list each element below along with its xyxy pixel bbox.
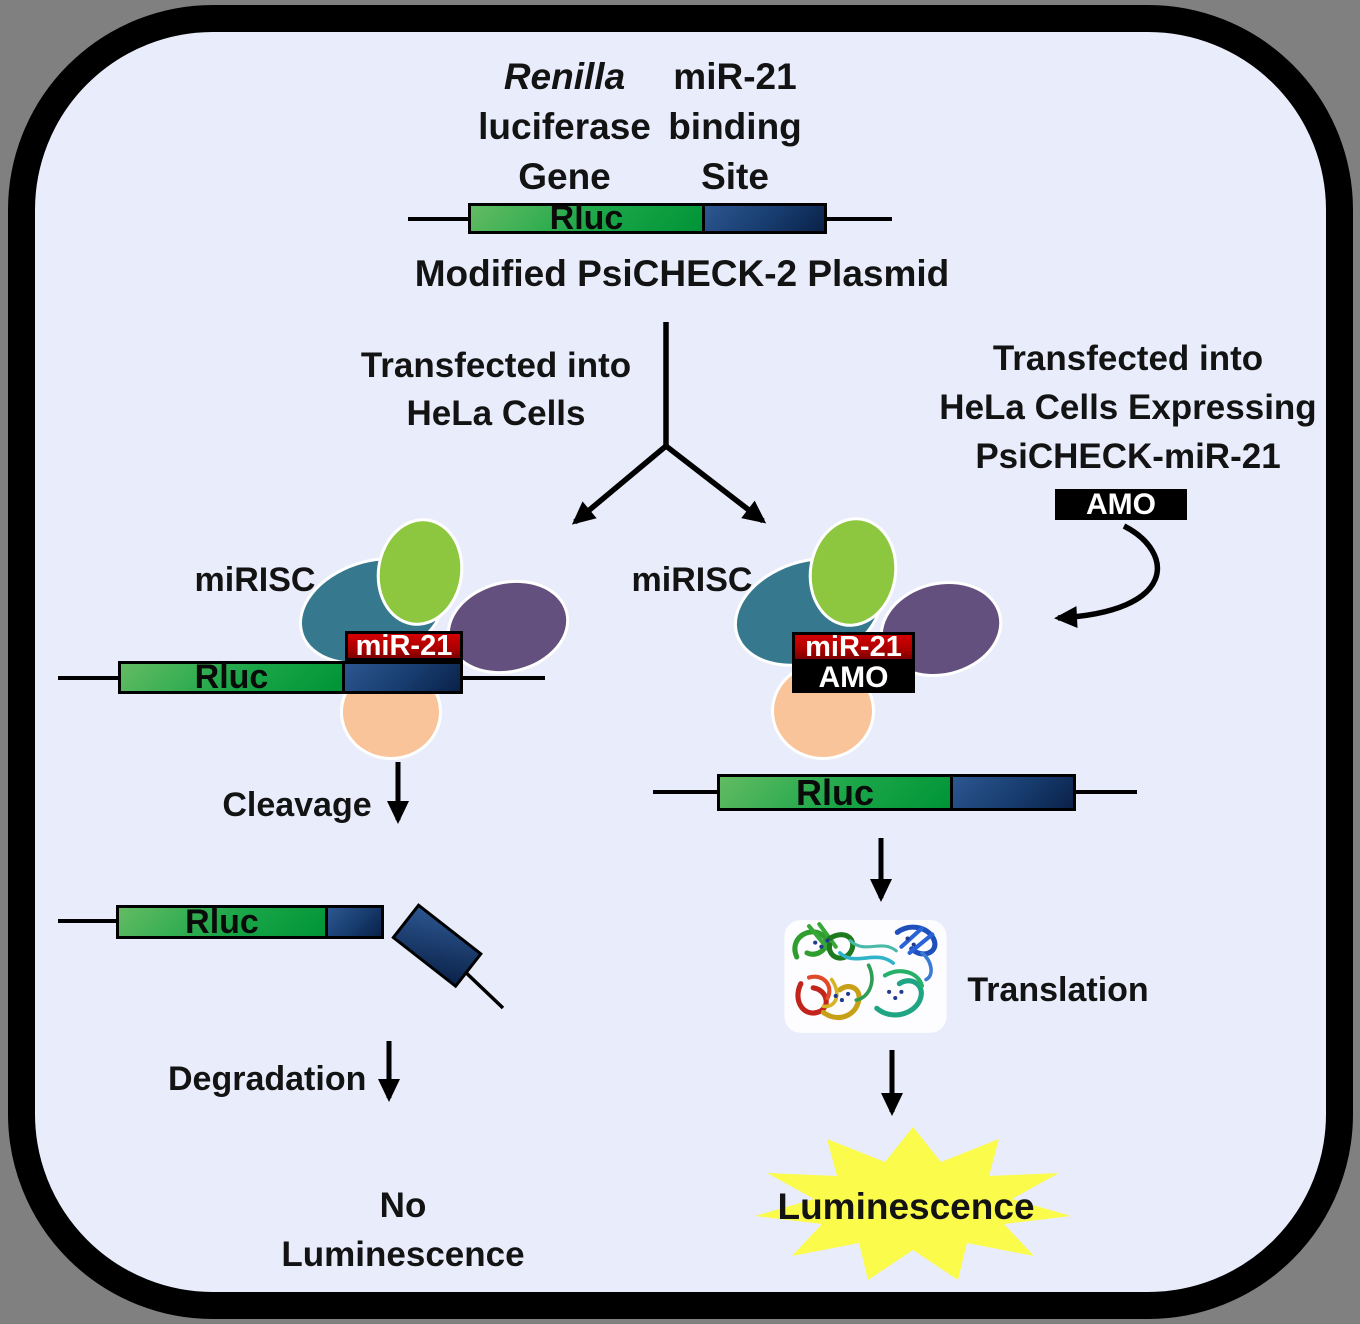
left-mrna-line-left	[58, 676, 118, 680]
mir21-site-label-line3: Site	[701, 156, 769, 197]
right-mir21-box: miR-21	[792, 630, 915, 663]
cleavage-label: Cleavage	[222, 786, 372, 824]
left-transfection-line2: HeLa Cells	[406, 394, 586, 433]
cleaved-rluc-box-label: Rluc	[185, 902, 259, 941]
left-binding-site-box	[342, 661, 463, 694]
renilla-gene-label: Renilla luciferase Gene	[447, 52, 682, 202]
left-rluc-box-label: Rluc	[194, 658, 269, 696]
mir21-site-label-line2: binding	[668, 106, 802, 147]
right-transfection-line2: HeLa Cells Expressing	[939, 388, 1317, 427]
mir21-site-label-line1: miR-21	[673, 56, 797, 97]
right-mir21-box-label: miR-21	[805, 630, 902, 663]
cleaved-mrna-line-left	[58, 919, 116, 923]
right-mrna-line-right	[1074, 790, 1137, 794]
cleaved-site-stub-box	[325, 905, 384, 939]
right-mrna-line-left	[653, 790, 717, 794]
plasmid-caption: Modified PsiCHECK-2 Plasmid	[414, 253, 950, 294]
left-mir21-box: miR-21	[345, 629, 463, 662]
left-mrna-line-right	[461, 676, 545, 680]
right-transfection-line3: PsiCHECK-miR-21	[975, 437, 1281, 476]
amo-badge-label: AMO	[1086, 487, 1156, 521]
luminescence-label: Luminescence	[777, 1186, 1035, 1227]
cleaved-rluc-box: Rluc	[116, 902, 328, 941]
plasmid-backbone-right	[825, 217, 892, 221]
rluc-gene-box-label: Rluc	[549, 199, 624, 237]
protein-ribbons	[792, 922, 938, 1021]
left-transfection-label: Transfected into HeLa Cells	[346, 342, 646, 438]
renilla-gene-label-line1: Renilla	[503, 56, 626, 97]
right-rluc-box-label: Rluc	[795, 771, 874, 813]
protein-ribbon-illustration	[784, 920, 947, 1033]
left-mirisc-label: miRISC	[194, 561, 316, 599]
right-mirisc-label: miRISC	[631, 561, 753, 599]
right-binding-site-box	[950, 774, 1076, 811]
right-amo-box-label: AMO	[818, 660, 889, 694]
left-transfection-line1: Transfected into	[360, 346, 632, 385]
mir21-binding-site-box	[702, 203, 827, 234]
degradation-label: Degradation	[168, 1060, 367, 1098]
left-mir21-box-label: miR-21	[355, 629, 453, 662]
renilla-gene-label-line2: luciferase	[478, 106, 651, 147]
plasmid-backbone-left	[408, 217, 470, 221]
right-transfection-line1: Transfected into	[992, 339, 1264, 378]
right-amo-box: AMO	[792, 660, 915, 694]
translation-label: Translation	[967, 971, 1149, 1009]
amo-badge: AMO	[1055, 487, 1187, 521]
mir21-site-label: miR-21 binding Site	[625, 52, 845, 202]
right-rluc-box: Rluc	[717, 771, 953, 813]
right-transfection-label: Transfected into HeLa Cells Expressing P…	[938, 334, 1318, 481]
no-luminescence-label: No Luminescence	[281, 1186, 525, 1274]
renilla-gene-label-line3: Gene	[518, 156, 611, 197]
left-rluc-box: Rluc	[118, 658, 345, 696]
protein-ligand-dots	[813, 936, 916, 1003]
rluc-gene-box: Rluc	[468, 199, 705, 237]
